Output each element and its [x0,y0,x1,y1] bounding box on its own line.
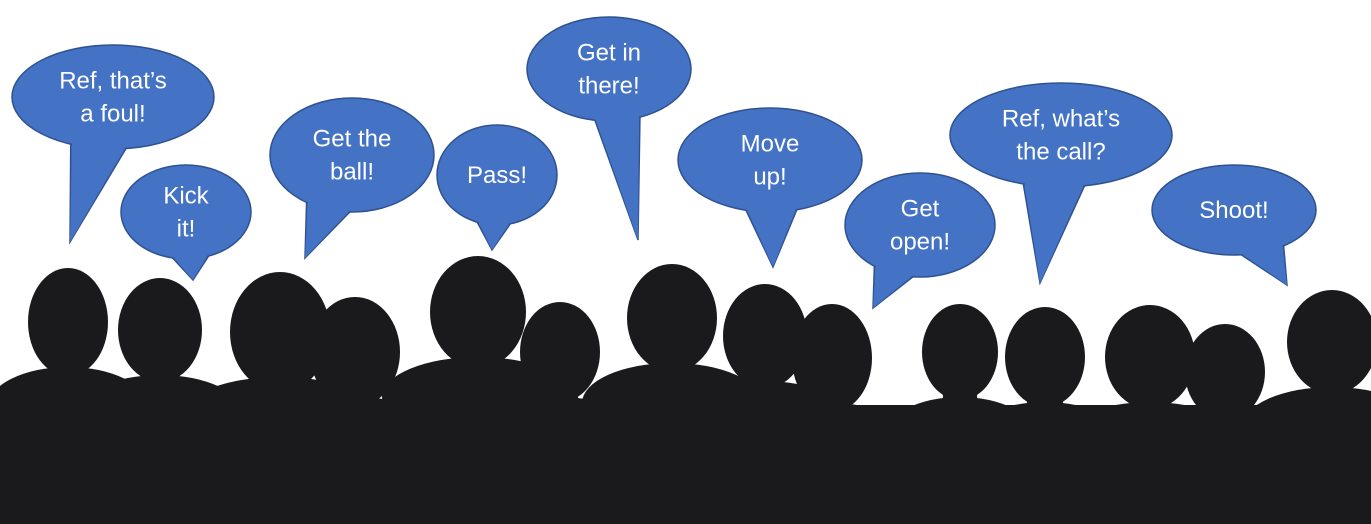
crowd-silhouettes [0,256,1371,524]
bubble-text: ball! [330,159,374,186]
head-silhouette [922,304,998,400]
bubble-body [526,16,692,122]
bubble-text: there! [578,73,639,100]
speech-bubble: Shoot! [1151,164,1317,287]
speech-bubble: Get open! [844,172,996,310]
bubble-text: Get in [577,40,641,67]
bubble-tail-fill [595,115,640,240]
speech-bubble: Kick it! [120,164,252,282]
bubble-text: Kick [163,183,209,210]
head-silhouette [230,272,330,392]
head-silhouette [723,284,807,388]
head-silhouette [1005,307,1085,407]
bubble-body [269,97,435,213]
bubble-text: Get [901,196,940,223]
bubble-text: the call? [1016,139,1105,166]
bubble-text: Get the [313,126,392,153]
speech-bubble: Move up! [677,107,863,269]
bubble-tail-fill [873,265,914,308]
speech-bubble: Ref, what’s the call? [949,82,1173,286]
speech-bubbles: Ref, that’s a foul! Kick it! Get the ball! Pas… [11,16,1317,310]
shoulders [752,403,912,483]
bubble-body [11,44,215,150]
head-silhouette [1185,324,1265,420]
head-silhouette [1105,305,1195,409]
bubble-text: Pass! [467,162,527,189]
head-silhouette [627,264,717,372]
head-silhouette [118,278,202,382]
bubble-text: Shoot! [1199,197,1268,224]
head-silhouette [310,297,400,407]
bubble-body [949,82,1173,188]
bubble-tail-fill [477,220,510,250]
bubble-tail-fill [70,142,126,242]
bubble-text: Ref, that’s [59,68,167,95]
head-silhouette [1287,290,1371,394]
bubble-text: Ref, what’s [1002,106,1120,133]
speech-bubble: Get the ball! [269,97,435,260]
bubble-tail-fill [305,201,350,258]
bubble-body [677,107,863,213]
bubble-tail-fill [746,208,797,267]
head-silhouette [430,256,526,368]
head-silhouette [28,268,108,376]
bubble-body [844,172,996,278]
speech-bubble: Pass! [436,124,558,252]
bubble-text: Move [741,131,800,158]
speech-bubble: Ref, that’s a foul! [11,44,215,245]
head-silhouette [520,302,600,402]
bubble-tail-fill [1241,244,1287,285]
bubble-tail-fill [1024,182,1084,283]
bubble-text: a foul! [80,101,145,128]
head-silhouette [792,304,872,412]
bubble-text: up! [753,164,786,191]
bubble-body [1151,164,1317,256]
speech-bubble: Get in there! [526,16,692,241]
bubble-text: open! [890,229,950,256]
bubble-text: it! [177,216,196,243]
bubble-body [120,164,252,260]
bubble-tail-fill [173,254,208,280]
